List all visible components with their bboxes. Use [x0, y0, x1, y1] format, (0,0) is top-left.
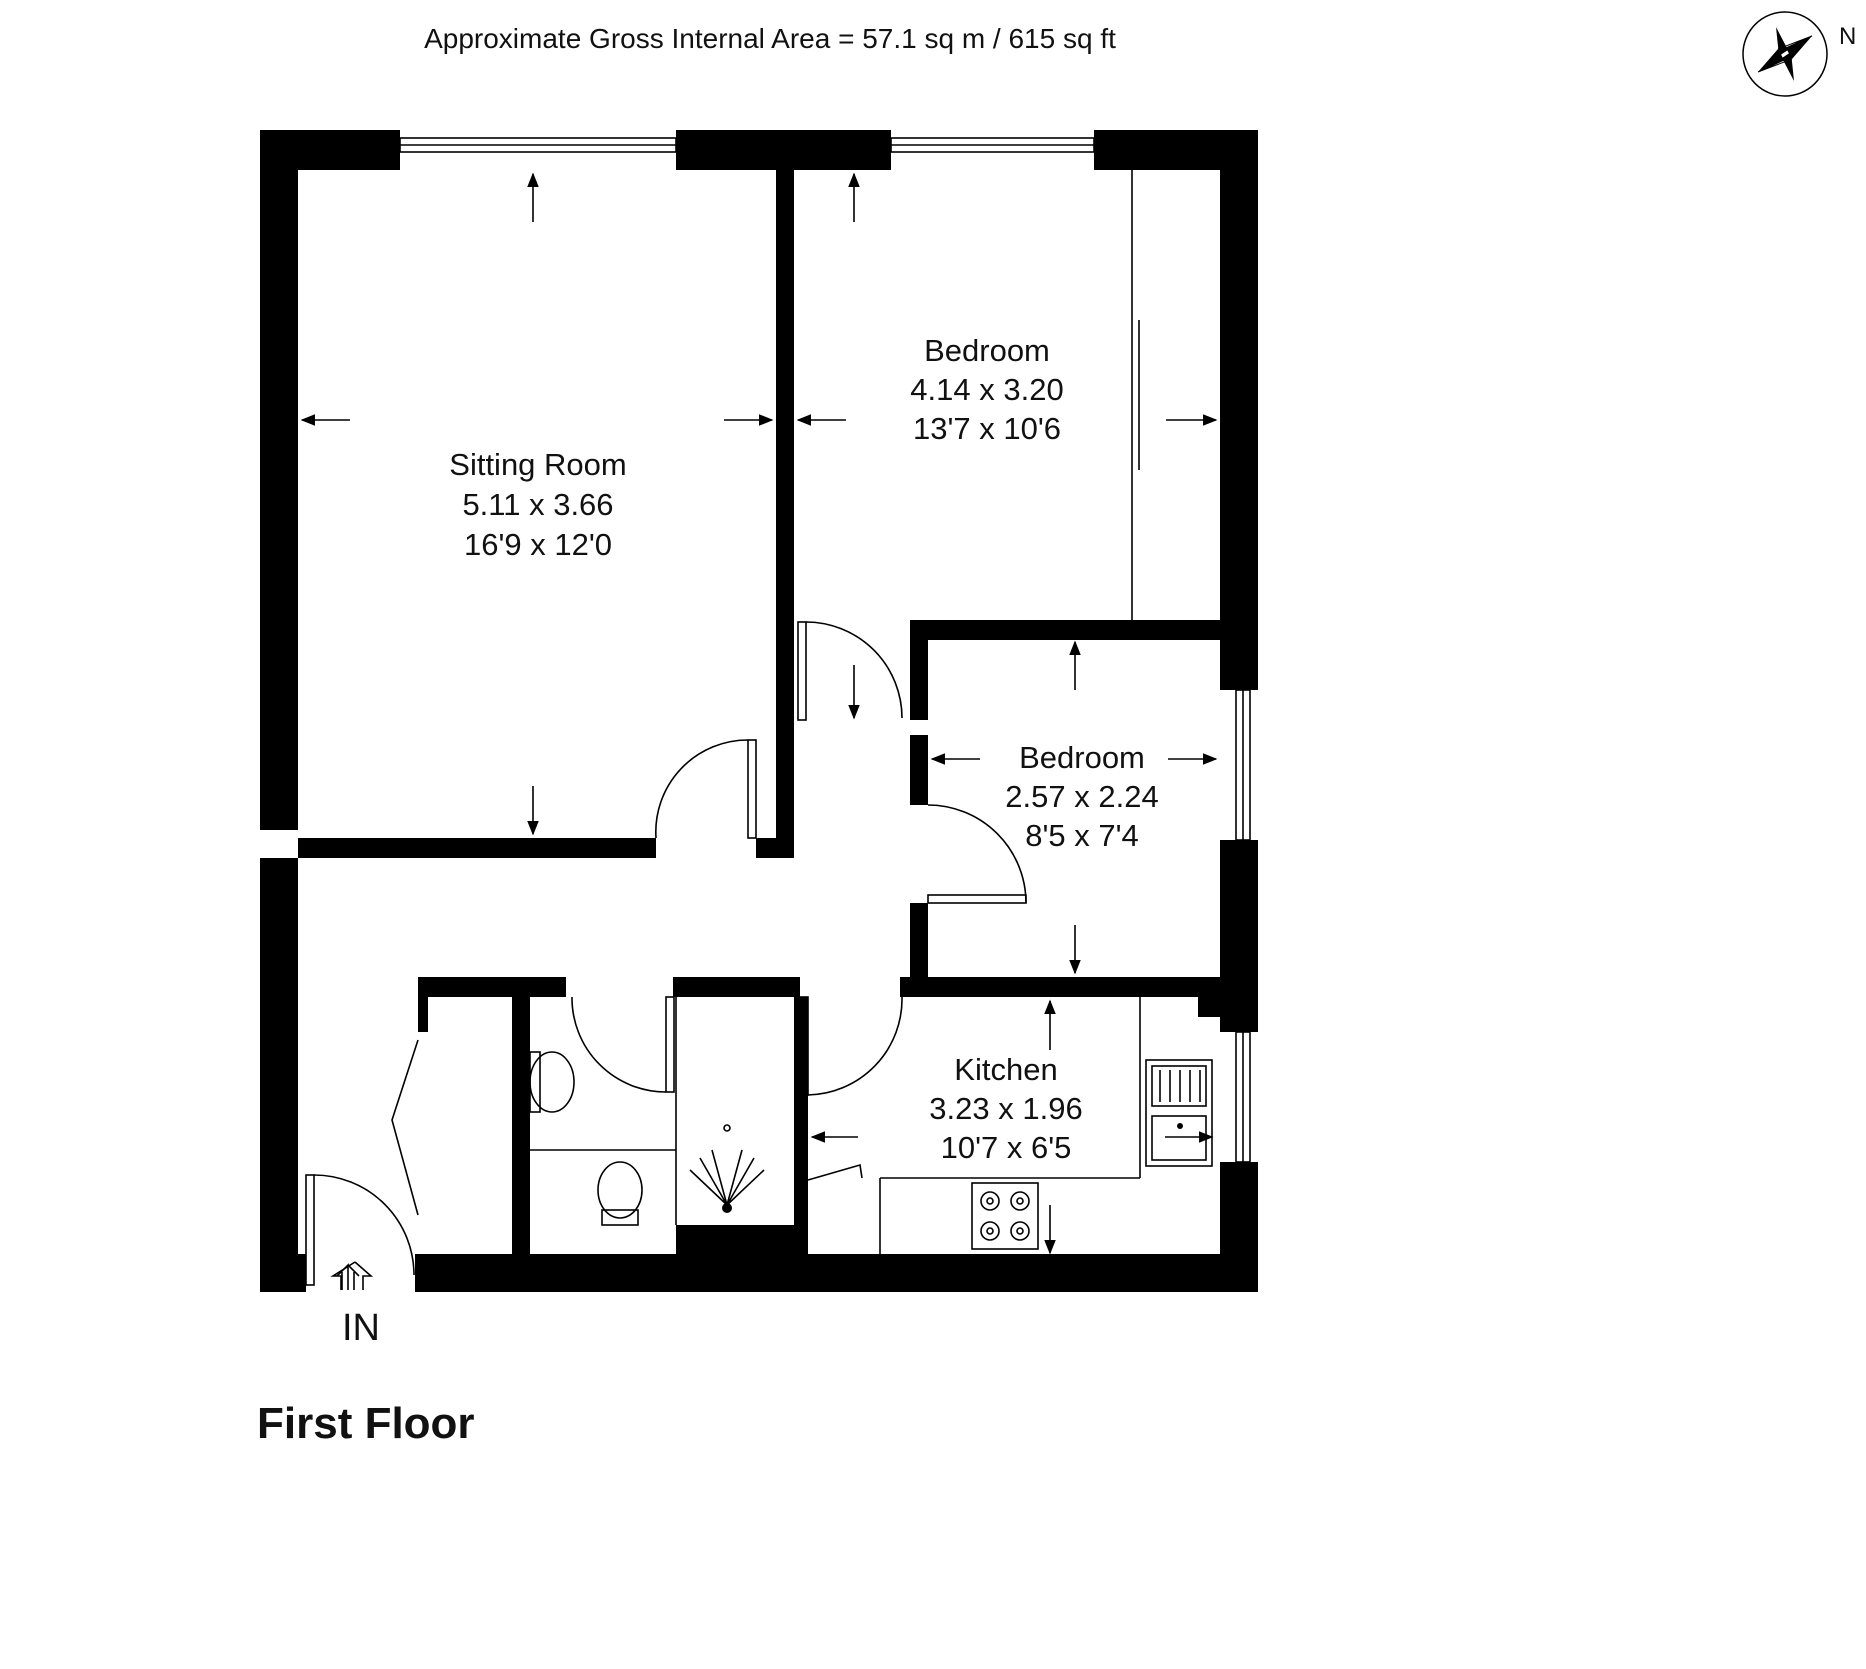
- room-bedroom-1: Bedroom 4.14 x 3.20 13'7 x 10'6: [910, 333, 1063, 446]
- dimension-arrows: [300, 172, 1218, 1255]
- north-label: N: [1839, 23, 1856, 50]
- wardrobe: [1131, 170, 1140, 620]
- room-name: Bedroom: [924, 333, 1050, 368]
- room-name: Bedroom: [1019, 740, 1145, 775]
- room-metric: 2.57 x 2.24: [1005, 779, 1158, 814]
- outer-walls: [260, 130, 1258, 1292]
- room-name: Sitting Room: [449, 447, 626, 482]
- room-imperial: 10'7 x 6'5: [941, 1130, 1072, 1165]
- room-metric: 3.23 x 1.96: [929, 1091, 1082, 1126]
- hob-icon: [971, 1182, 1039, 1250]
- windows: [399, 137, 1251, 1163]
- room-name: Kitchen: [954, 1052, 1057, 1087]
- room-imperial: 8'5 x 7'4: [1025, 818, 1139, 853]
- entrance-label: IN: [342, 1307, 380, 1349]
- entrance-marker: IN: [330, 1261, 380, 1349]
- internal-walls: [298, 170, 1258, 1257]
- shower-icon: [689, 1124, 765, 1213]
- room-imperial: 13'7 x 10'6: [913, 411, 1061, 446]
- room-sitting-room: Sitting Room 5.11 x 3.66 16'9 x 12'0: [449, 447, 626, 562]
- doors: [305, 621, 1027, 1286]
- bathroom-fixtures: [529, 997, 765, 1226]
- room-metric: 5.11 x 3.66: [462, 487, 613, 522]
- floor-title: First Floor: [257, 1399, 475, 1448]
- gross-area-text: Approximate Gross Internal Area = 57.1 s…: [424, 23, 1116, 54]
- room-kitchen: Kitchen 3.23 x 1.96 10'7 x 6'5: [929, 1052, 1082, 1165]
- kitchen-fixtures: [807, 997, 1213, 1257]
- room-bedroom-2: Bedroom 2.57 x 2.24 8'5 x 7'4: [1005, 740, 1158, 853]
- compass-icon: N: [1742, 11, 1856, 97]
- room-imperial: 16'9 x 12'0: [464, 527, 612, 562]
- room-metric: 4.14 x 3.20: [910, 372, 1063, 407]
- sink-icon: [1145, 1059, 1213, 1167]
